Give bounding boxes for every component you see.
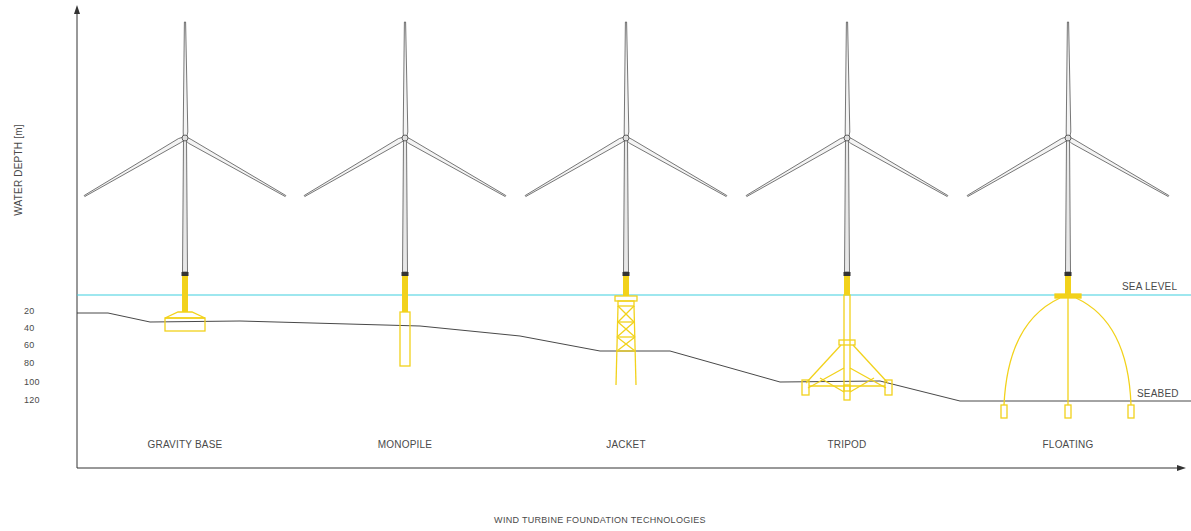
seabed-label: SEABED [1137, 388, 1179, 399]
tick-label: 100 [24, 378, 40, 388]
tower-flange [402, 272, 409, 276]
caption: WIND TURBINE FOUNDATION TECHNOLOGIES [494, 516, 706, 526]
jacket [615, 276, 637, 385]
tower-flange [1065, 272, 1072, 276]
tower-flange [844, 272, 851, 276]
tower-flange [623, 272, 630, 276]
tick-label: 40 [24, 324, 34, 334]
turbine [967, 22, 1169, 276]
blade [845, 22, 850, 138]
blade [846, 137, 948, 197]
blade [624, 22, 629, 138]
axis-arrow [1177, 465, 1186, 471]
blade [525, 137, 627, 197]
foundation-name: TRIPOD [828, 439, 867, 450]
tick-label: 80 [24, 359, 34, 369]
tower [403, 138, 408, 272]
y-axis [77, 12, 78, 468]
blade [184, 137, 285, 197]
axis-arrow [74, 5, 80, 14]
tripod [802, 276, 892, 400]
tower [183, 138, 188, 272]
blade [183, 22, 188, 138]
tick-label: 120 [24, 396, 40, 406]
foundation-name: GRAVITY BASE [148, 439, 223, 450]
tower-flange [182, 272, 189, 276]
hub [623, 135, 629, 141]
tick-label: 20 [24, 307, 34, 317]
foundations [165, 276, 1134, 418]
tick-label: 60 [24, 341, 34, 351]
blade [746, 137, 848, 197]
blade [967, 137, 1069, 197]
hub [1065, 135, 1071, 141]
hub [402, 135, 408, 141]
tower [1066, 138, 1071, 272]
x-axis [77, 468, 1178, 469]
foundation-name: JACKET [606, 439, 646, 450]
blade [1067, 137, 1169, 197]
hub [182, 135, 188, 141]
blade [404, 137, 506, 197]
hub [844, 135, 850, 141]
tower [845, 138, 850, 272]
blade [403, 22, 408, 138]
tower [624, 138, 629, 272]
blade [304, 137, 406, 197]
blade [1066, 22, 1071, 138]
axis-title: WATER DEPTH [m] [13, 124, 24, 215]
turbine [304, 22, 506, 276]
blade [84, 137, 186, 197]
floating [1001, 276, 1134, 418]
foundation-name: FLOATING [1043, 439, 1094, 450]
turbines [84, 22, 1169, 276]
turbine [84, 22, 286, 276]
sea-level-label: SEA LEVEL [1122, 281, 1177, 292]
monopile [400, 276, 410, 366]
turbine [525, 22, 727, 276]
gravity-base [165, 276, 205, 331]
turbine [746, 22, 948, 276]
blade [625, 137, 727, 197]
foundation-name: MONOPILE [378, 439, 432, 450]
